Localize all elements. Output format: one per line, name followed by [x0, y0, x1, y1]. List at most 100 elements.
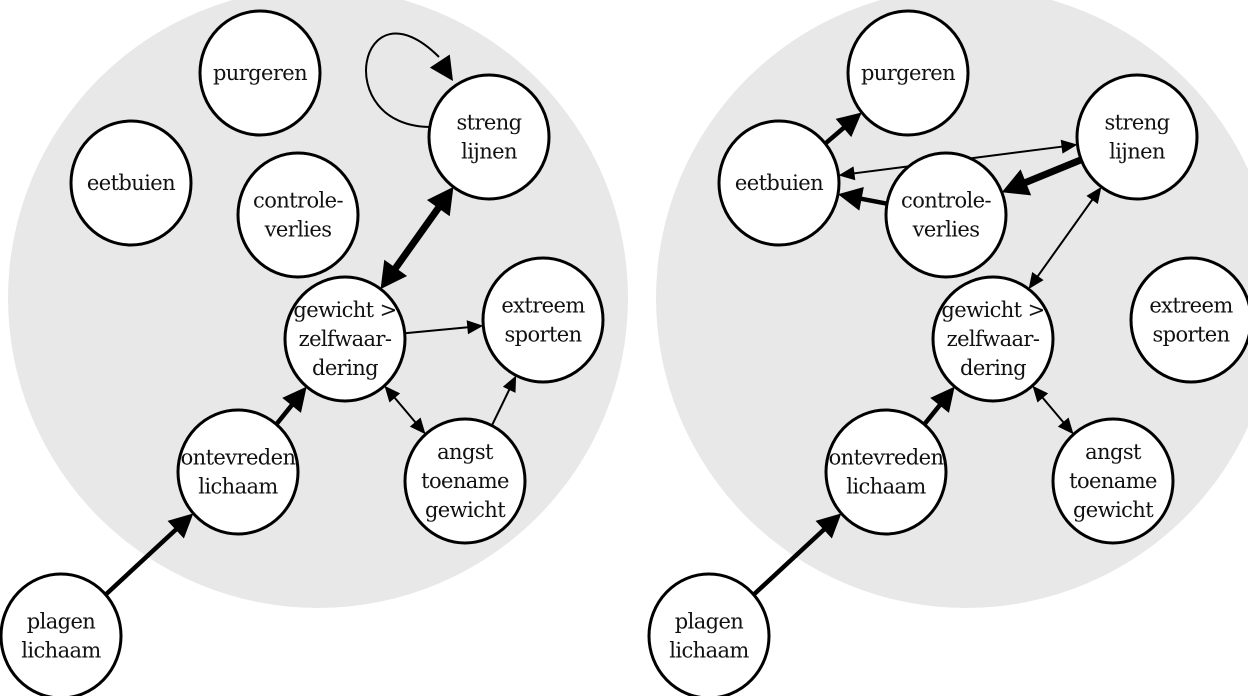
panel-left: purgereneetbuiencontrole-verliesstrengli… — [0, 0, 628, 696]
node-ellipse — [198, 9, 322, 137]
arrowhead — [167, 513, 194, 539]
node-label: angst — [1085, 440, 1142, 464]
node-ellipse — [0, 572, 123, 696]
node-label: purgeren — [213, 61, 307, 85]
arrowhead — [282, 386, 307, 413]
edge-line — [1022, 156, 1083, 187]
edge-line — [392, 395, 418, 425]
node-ellipse — [403, 417, 527, 545]
panel-right: purgereneetbuiencontrole-verliesstrengli… — [647, 0, 1248, 696]
arrowhead — [930, 386, 955, 413]
node-label: gewicht > — [941, 298, 1044, 322]
node-controleverlies: controle-verlies — [236, 151, 360, 279]
arrowhead — [837, 187, 864, 211]
edge-line — [274, 402, 295, 426]
node-ellipse — [69, 119, 193, 247]
node-label: streng — [456, 111, 521, 135]
node-controleverlies: controle-verlies — [884, 151, 1008, 279]
edge-line — [1035, 197, 1095, 279]
node-label: lichaam — [21, 639, 101, 663]
edges — [104, 32, 517, 597]
edge-line — [859, 196, 888, 206]
nodes: purgereneetbuiencontrole-verliesstrengli… — [0, 9, 605, 696]
edge-ontevreden-to-gewicht — [274, 386, 307, 426]
node-label: plagen — [675, 610, 744, 634]
node-label: gewicht > — [293, 298, 396, 322]
node-ellipse — [236, 151, 360, 279]
node-angst: angst toename gewicht — [403, 417, 527, 545]
node-ellipse — [647, 572, 771, 696]
arrowhead — [835, 112, 862, 138]
node-plagen: plagen lichaam — [647, 572, 771, 696]
edge-eetbuien-to-purgeren — [823, 112, 862, 146]
node-ellipse — [1075, 73, 1199, 201]
node-ellipse — [1051, 417, 1175, 545]
arrowhead — [466, 320, 484, 335]
arrowhead — [1001, 169, 1032, 196]
node-label: gewicht — [425, 498, 506, 522]
node-label: extreem — [501, 294, 585, 318]
edge-line — [490, 387, 511, 426]
arrowhead — [1086, 186, 1102, 205]
edge-line — [391, 204, 443, 272]
edge-line — [823, 125, 847, 146]
edge-line — [404, 326, 470, 335]
node-label: angst — [437, 440, 494, 464]
node-label: purgeren — [861, 61, 955, 85]
node-ellipse — [283, 275, 407, 403]
node-label: dering — [312, 356, 378, 380]
edge-gewicht-to-angst — [384, 385, 426, 435]
node-ellipse — [846, 9, 970, 137]
node-label: ontevreden — [181, 446, 296, 470]
arrowhead — [1028, 271, 1044, 290]
arrowhead — [1032, 385, 1049, 403]
node-purgeren: purgeren — [846, 9, 970, 137]
edge-line — [1040, 395, 1066, 425]
node-label: lijnen — [1109, 140, 1165, 164]
edge-streng-to-streng — [365, 32, 453, 128]
node-ellipse — [481, 256, 605, 384]
arrowhead — [426, 186, 454, 217]
arrowhead — [409, 417, 426, 435]
edge-controleverlies-to-eetbuien — [837, 187, 888, 211]
edge-plagen-to-ontevreden — [752, 513, 842, 597]
node-label: toename — [421, 469, 509, 493]
node-eetbuien: eetbuien — [69, 119, 193, 247]
node-label: sporten — [1152, 323, 1229, 347]
edge-streng-to-controleverlies — [1001, 156, 1083, 196]
edge-plagen-to-ontevreden — [104, 513, 194, 597]
node-label: lichaam — [669, 639, 749, 663]
arrowhead — [429, 54, 453, 81]
node-label: lichaam — [846, 475, 926, 499]
node-label: extreem — [1149, 294, 1233, 318]
edge-gewicht-to-extreem — [404, 320, 484, 335]
arrowhead — [838, 166, 856, 181]
node-label: lichaam — [198, 475, 278, 499]
edge-line — [104, 526, 179, 597]
arrowhead — [1057, 417, 1074, 435]
node-label: controle- — [253, 189, 343, 213]
edge-gewicht-to-angst — [1032, 385, 1074, 435]
node-label: dering — [960, 356, 1026, 380]
node-ellipse — [1129, 256, 1248, 384]
edge-angst-to-extreem — [490, 375, 517, 426]
node-ellipse — [176, 408, 300, 536]
arrowhead — [815, 513, 842, 539]
arrowhead — [384, 385, 401, 403]
node-label: eetbuien — [735, 171, 823, 195]
node-ontevreden: ontevreden lichaam — [176, 408, 300, 536]
node-label: verlies — [912, 218, 980, 242]
node-label: eetbuien — [87, 171, 175, 195]
node-label: controle- — [901, 189, 991, 213]
arrowhead — [380, 259, 408, 290]
edge-ontevreden-to-gewicht — [922, 386, 955, 426]
node-label: toename — [1069, 469, 1157, 493]
edge-gewicht-to-streng — [1028, 186, 1102, 290]
node-ellipse — [931, 275, 1055, 403]
edge-gewicht-to-streng — [380, 186, 454, 290]
